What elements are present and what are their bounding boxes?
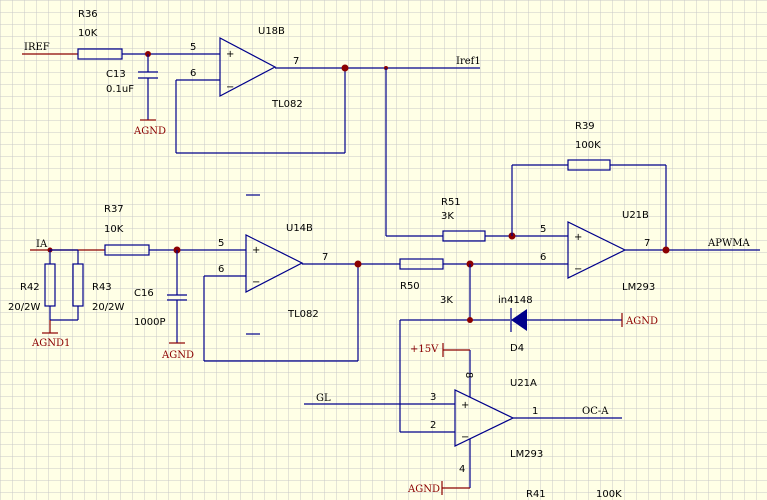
oc-section: + − — [304, 264, 623, 495]
value-r41: 100K — [596, 489, 622, 500]
value-d4: in4148 — [498, 295, 533, 306]
pin-number: 6 — [218, 264, 224, 275]
opamp-minus-sign: − — [574, 264, 582, 275]
diode-d4 — [511, 309, 527, 331]
opamp-u18b — [219, 37, 277, 97]
pin-number: 1 — [532, 406, 538, 417]
pin-number: 8 — [463, 372, 474, 378]
ref-r41: R41 — [526, 489, 546, 500]
junction-dot — [662, 246, 670, 254]
power-label-agnd: AGND — [625, 316, 658, 327]
pin-number: 7 — [322, 252, 328, 263]
power-label-agnd: AGND — [133, 126, 166, 137]
opamp-u14b — [245, 234, 304, 293]
ref-d4: D4 — [510, 343, 524, 354]
pin-number: 5 — [218, 238, 224, 249]
ref-u18b: U18B — [258, 26, 285, 37]
pin-number: 6 — [540, 252, 546, 263]
net-label-gl: GL — [316, 393, 331, 404]
value-r51: 3K — [441, 211, 454, 222]
pin-number: 5 — [190, 42, 196, 53]
pin-number: 5 — [540, 224, 546, 235]
pin-number: 3 — [430, 392, 436, 403]
net-label-apwma: APWMA — [707, 238, 750, 249]
ref-c16: C16 — [134, 288, 154, 299]
ref-c13: C13 — [106, 69, 126, 80]
value-c16: 1000P — [134, 317, 165, 328]
ref-u21b: U21B — [622, 210, 649, 221]
iref-section: + − — [22, 37, 480, 154]
ref-u21a: U21A — [510, 378, 537, 389]
value-r37: 10K — [104, 224, 124, 235]
value-r42: 20/2W — [8, 302, 40, 313]
net-label-oc-a: OC-A — [582, 406, 609, 417]
value-c13: 0.1uF — [106, 84, 134, 95]
opamp-plus-sign: + — [252, 245, 260, 256]
opamp-minus-sign: − — [252, 277, 260, 288]
pin-number: 6 — [190, 68, 196, 79]
net-label-iref1: Iref1 — [456, 56, 481, 67]
value-u18b: TL082 — [271, 99, 303, 110]
opamp-plus-sign: + — [461, 400, 469, 411]
value-u21a: LM293 — [510, 449, 543, 460]
pin-number: 2 — [430, 420, 436, 431]
power-label-agnd: AGND — [407, 484, 440, 495]
junction-dot — [354, 260, 362, 268]
value-u14b: TL082 — [287, 309, 319, 320]
net-label-ia: IA — [36, 239, 48, 250]
value-r50: 3K — [440, 295, 453, 306]
opamp-plus-sign: + — [574, 232, 582, 243]
opamp-plus-sign: + — [226, 49, 234, 60]
pin-number: 7 — [293, 56, 299, 67]
opamp-minus-sign: − — [461, 432, 469, 443]
value-r36: 10K — [78, 28, 98, 39]
junction-dot — [341, 64, 349, 72]
power-label-vcc: +15V — [410, 344, 439, 355]
value-r43: 20/2W — [92, 302, 124, 313]
net-label-iref: IREF — [24, 42, 50, 53]
junction-dot — [467, 317, 473, 323]
ref-r51: R51 — [441, 197, 461, 208]
ref-r39: R39 — [575, 121, 595, 132]
ref-r37: R37 — [104, 204, 124, 215]
opamp-minus-sign: − — [226, 82, 234, 93]
pin-number: 7 — [644, 238, 650, 249]
ref-r50: R50 — [400, 281, 420, 292]
opamp-u21b — [567, 221, 627, 279]
ref-r36: R36 — [78, 9, 98, 20]
power-label-agnd1: AGND1 — [31, 338, 70, 349]
value-u21b: LM293 — [622, 282, 655, 293]
power-label-agnd: AGND — [161, 350, 194, 361]
pin-number: 4 — [459, 464, 465, 475]
opamp-u21a — [454, 389, 515, 447]
ref-r42: R42 — [20, 282, 40, 293]
ref-r43: R43 — [92, 282, 112, 293]
value-r39: 100K — [575, 140, 601, 151]
ia-section: + − + − — [30, 68, 760, 362]
ref-u14b: U14B — [286, 223, 313, 234]
